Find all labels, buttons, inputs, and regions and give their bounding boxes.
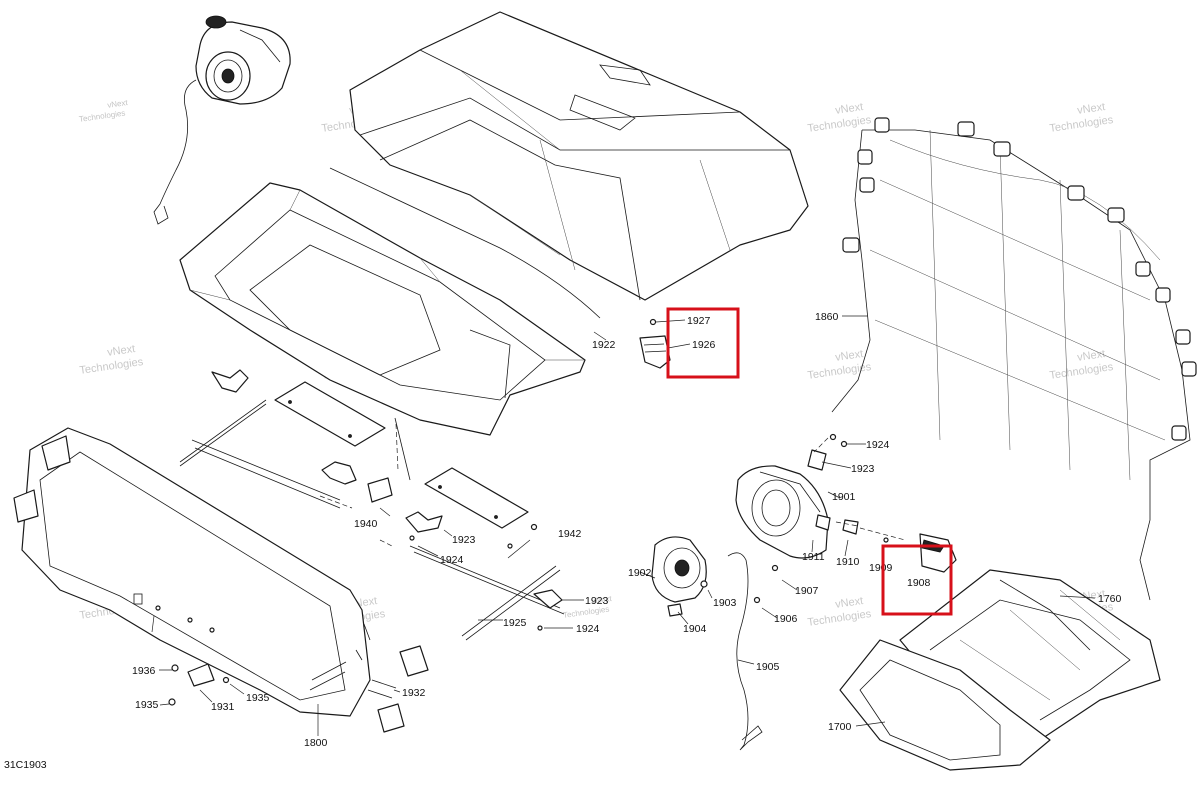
- callout-1904: 1904: [683, 623, 707, 635]
- speaker-assembly-top-left: [153, 15, 291, 225]
- callout-1935: 1935: [135, 699, 159, 711]
- callout-1903: 1903: [713, 597, 737, 609]
- roof-panel: [329, 11, 809, 319]
- callout-1909: 1909: [869, 562, 893, 574]
- callout-1925: 1925: [503, 617, 527, 629]
- svg-text:vNext: vNext: [1076, 348, 1106, 364]
- drawing-code: 31C1903: [4, 759, 47, 771]
- callout-1910: 1910: [836, 556, 860, 568]
- fastener-1926-1927: [639, 318, 691, 369]
- speaker-assembly-center: [639, 536, 763, 751]
- svg-text:vNext: vNext: [834, 595, 864, 611]
- lower-right-compartment: [839, 569, 1161, 771]
- callout-1936: 1936: [132, 665, 156, 677]
- watermark: vNext Technologies: [807, 595, 873, 629]
- callout-1906: 1906: [774, 613, 798, 625]
- svg-text:Technologies: Technologies: [807, 608, 873, 629]
- svg-text:vNext: vNext: [106, 343, 136, 359]
- highlight-box-1908: [881, 544, 953, 616]
- callout-1923: 1923: [452, 534, 476, 546]
- callout-1924: 1924: [866, 439, 890, 451]
- watermark: vNext Technologies: [1049, 348, 1115, 382]
- callout-1927: 1927: [687, 315, 711, 327]
- callout-1800: 1800: [304, 737, 328, 749]
- watermark: vNext Technologies: [78, 98, 129, 124]
- highlight-box-1926-1927: [666, 307, 740, 379]
- callout-1908: 1908: [907, 577, 931, 589]
- svg-text:vNext: vNext: [834, 348, 864, 364]
- svg-text:vNext: vNext: [1076, 101, 1106, 117]
- callout-1935: 1935: [246, 692, 270, 704]
- svg-text:Technologies: Technologies: [807, 114, 873, 135]
- callout-1923: 1923: [851, 463, 875, 475]
- svg-text:Technologies: Technologies: [79, 356, 145, 377]
- callout-1907: 1907: [795, 585, 819, 597]
- callout-1931: 1931: [211, 701, 235, 713]
- svg-text:vNext: vNext: [107, 98, 129, 110]
- callout-1923: 1923: [585, 595, 609, 607]
- callout-1922: 1922: [592, 339, 616, 351]
- side-panel-1800: [13, 427, 371, 736]
- watermark: vNext Technologies: [79, 343, 145, 377]
- svg-text:Technologies: Technologies: [78, 108, 126, 123]
- callout-1860: 1860: [815, 311, 839, 323]
- bottom-left-fasteners: [159, 645, 429, 733]
- callout-1905: 1905: [756, 661, 780, 673]
- svg-text:vNext: vNext: [591, 594, 613, 606]
- callout-1902: 1902: [628, 567, 652, 579]
- svg-text:Technologies: Technologies: [1049, 114, 1115, 135]
- callout-1942: 1942: [558, 528, 582, 540]
- svg-text:vNext: vNext: [834, 101, 864, 117]
- speaker-assembly-right: [735, 433, 957, 619]
- storage-tray: [179, 182, 586, 481]
- callout-1940: 1940: [354, 518, 378, 530]
- callout-1700: 1700: [828, 721, 852, 733]
- callout-1760: 1760: [1098, 593, 1122, 605]
- watermark: vNext Technologies: [1049, 101, 1115, 135]
- callout-1911: 1911: [802, 551, 825, 563]
- callout-1926: 1926: [692, 339, 716, 351]
- left-middle-parts: [179, 331, 607, 641]
- cargo-net: [831, 117, 1197, 601]
- svg-text:Technologies: Technologies: [1049, 361, 1115, 382]
- callout-1924: 1924: [440, 554, 464, 566]
- callout-1932: 1932: [402, 687, 426, 699]
- callout-1901: 1901: [832, 491, 856, 503]
- callout-labels: 1927 1926 1922 1860 1924 1923 1901 1911 …: [132, 311, 1122, 749]
- callout-1924: 1924: [576, 623, 600, 635]
- net-loops: [842, 117, 1197, 441]
